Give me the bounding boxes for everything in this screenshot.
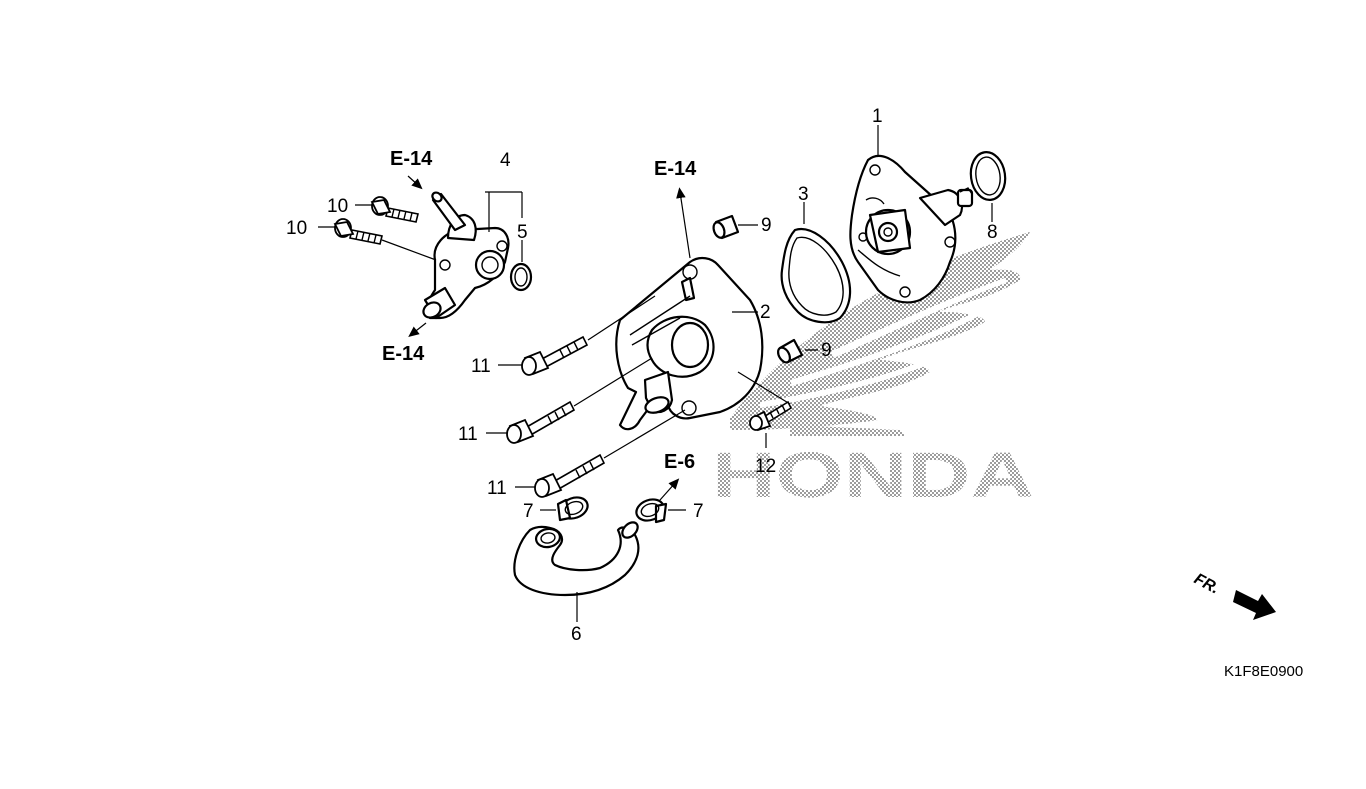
callout-10-lower: 10	[286, 218, 307, 239]
water-hose-joint-part-4	[422, 191, 510, 320]
water-hose-part-6	[513, 521, 640, 597]
callout-12: 12	[755, 456, 776, 477]
hose-clamp-part-7-right	[635, 498, 668, 524]
callout-11-lower: 11	[487, 478, 507, 499]
callout-8: 8	[987, 222, 998, 243]
dowel-pin-part-9-lower	[777, 338, 804, 364]
leader-lines	[318, 125, 993, 622]
front-label: FR.	[1191, 571, 1222, 598]
callout-6: 6	[571, 624, 582, 645]
bolt-part-10-lower	[333, 218, 383, 245]
callout-11-middle: 11	[458, 424, 478, 445]
callout-3: 3	[798, 184, 809, 205]
gasket-part-3	[780, 227, 852, 324]
section-ref-e14-bottom-left[interactable]: E-14	[382, 343, 425, 365]
callout-1: 1	[872, 106, 883, 127]
callout-5: 5	[517, 222, 528, 243]
front-arrow-icon	[1233, 590, 1276, 620]
callout-7-left: 7	[523, 501, 534, 522]
callout-10-upper: 10	[327, 196, 348, 217]
hose-clamp-part-7-left	[556, 496, 589, 522]
bolt-part-11-upper	[521, 335, 589, 376]
o-ring-part-8	[969, 151, 1007, 201]
honda-watermark-text: HONDA	[712, 439, 1034, 511]
callout-9-upper: 9	[761, 215, 772, 236]
water-pump-cover-part-2	[615, 256, 764, 431]
bolt-part-11-middle	[506, 400, 576, 444]
callout-2: 2	[760, 302, 771, 323]
front-direction-marker: FR.	[1191, 571, 1276, 620]
section-ref-e14-top-left[interactable]: E-14	[390, 148, 433, 170]
bolt-part-11-lower	[534, 453, 606, 498]
honda-wing-watermark: HONDA	[712, 232, 1034, 511]
o-ring-part-5	[509, 262, 533, 292]
diagram-code: K1F8E0900	[1224, 663, 1303, 680]
callout-7-right: 7	[693, 501, 704, 522]
section-ref-e6[interactable]: E-6	[664, 451, 695, 473]
callout-11-upper: 11	[471, 356, 491, 377]
water-pump-assembly-part-1	[849, 154, 974, 304]
bolt-part-12	[749, 400, 793, 432]
section-ref-e14-center[interactable]: E-14	[654, 158, 697, 180]
bolt-part-10-upper	[370, 196, 419, 223]
callout-9-lower: 9	[821, 340, 832, 361]
callout-4: 4	[500, 150, 511, 171]
dowel-pin-part-9-upper	[712, 214, 740, 240]
